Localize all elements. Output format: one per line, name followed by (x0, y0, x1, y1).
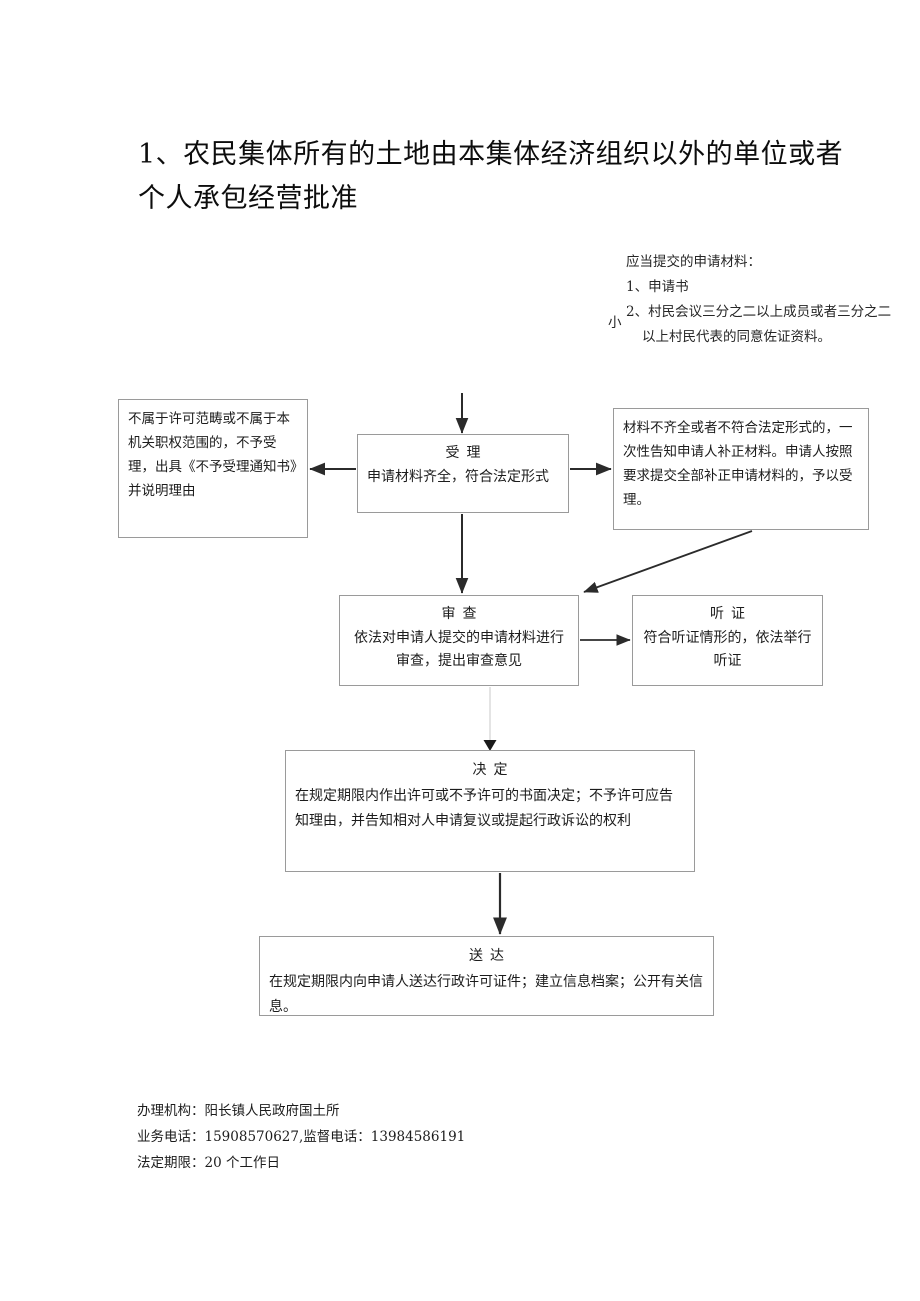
flow-node-accept-body: 申请材料齐全，符合法定形式 (367, 469, 549, 485)
flow-node-decision: 决定 在规定期限内作出许可或不予许可的书面决定；不予许可应告知理由，并告知相对人… (285, 750, 695, 872)
page-title: 1、农民集体所有的土地由本集体经济组织以外的单位或者个人承包经营批准 (138, 139, 844, 214)
application-materials-note: 应当提交的申请材料： 1、申请书 2、村民会议三分之二以上成员或者三分之二以上村… (626, 250, 894, 350)
footer-agency: 办理机构：阳长镇人民政府国土所 (137, 1103, 340, 1119)
footer-deadline: 法定期限：20 个工作日 (137, 1155, 280, 1171)
flow-node-deliver-body: 在规定期限内向申请人送达行政许可证件；建立信息档案；公开有关信息。 (269, 974, 703, 1015)
flow-node-accept: 受理 申请材料齐全，符合法定形式 (357, 434, 569, 513)
flow-node-hearing: 听证 符合听证情形的，依法举行听证 (632, 595, 823, 686)
flow-node-review: 审查 依法对申请人提交的申请材料进行审查，提出审查意见 (339, 595, 579, 686)
flow-node-deliver: 送达 在规定期限内向申请人送达行政许可证件；建立信息档案；公开有关信息。 (259, 936, 714, 1016)
flow-node-reject: 不属于许可范畴或不属于本机关职权范围的，不予受理，出具《不予受理通知书》并说明理… (118, 399, 308, 538)
flow-node-review-body: 依法对申请人提交的申请材料进行审查，提出审查意见 (354, 630, 564, 669)
materials-heading: 应当提交的申请材料： (626, 254, 761, 270)
flow-node-review-head: 审查 (441, 606, 484, 622)
flow-node-hearing-body: 符合听证情形的，依法举行听证 (643, 630, 812, 669)
materials-item-2: 2、村民会议三分之二以上成员或者三分之二以上村民代表的同意佐证资料。 (626, 300, 894, 350)
flow-node-supplement-body: 材料不齐全或者不符合法定形式的，一次性告知申请人补正材料。申请人按照要求提交全部… (623, 420, 853, 508)
flow-node-deliver-head: 送达 (469, 948, 511, 964)
footer-contact-info: 办理机构：阳长镇人民政府国土所 业务电话：15908570627,监督电话：13… (137, 1098, 465, 1176)
flow-node-accept-head: 受理 (445, 445, 488, 461)
materials-item-2-text: 2、村民会议三分之二以上成员或者三分之二以上村民代表的同意佐证资料。 (626, 304, 892, 345)
materials-item-1: 1、申请书 (626, 279, 689, 295)
flow-node-supplement: 材料不齐全或者不符合法定形式的，一次性告知申请人补正材料。申请人按照要求提交全部… (613, 408, 869, 530)
footer-phones: 业务电话：15908570627,监督电话：13984586191 (137, 1129, 466, 1145)
flow-node-decision-head: 决定 (472, 762, 515, 778)
flow-node-decision-body: 在规定期限内作出许可或不予许可的书面决定；不予许可应告知理由，并告知相对人申请复… (295, 788, 673, 829)
stray-mark-character: 小 (608, 315, 622, 331)
flow-node-reject-body: 不属于许可范畴或不属于本机关职权范围的，不予受理，出具《不予受理通知书》并说明理… (128, 411, 297, 499)
flow-node-hearing-head: 听证 (710, 606, 752, 622)
connector-supplement-to-review (583, 530, 753, 593)
